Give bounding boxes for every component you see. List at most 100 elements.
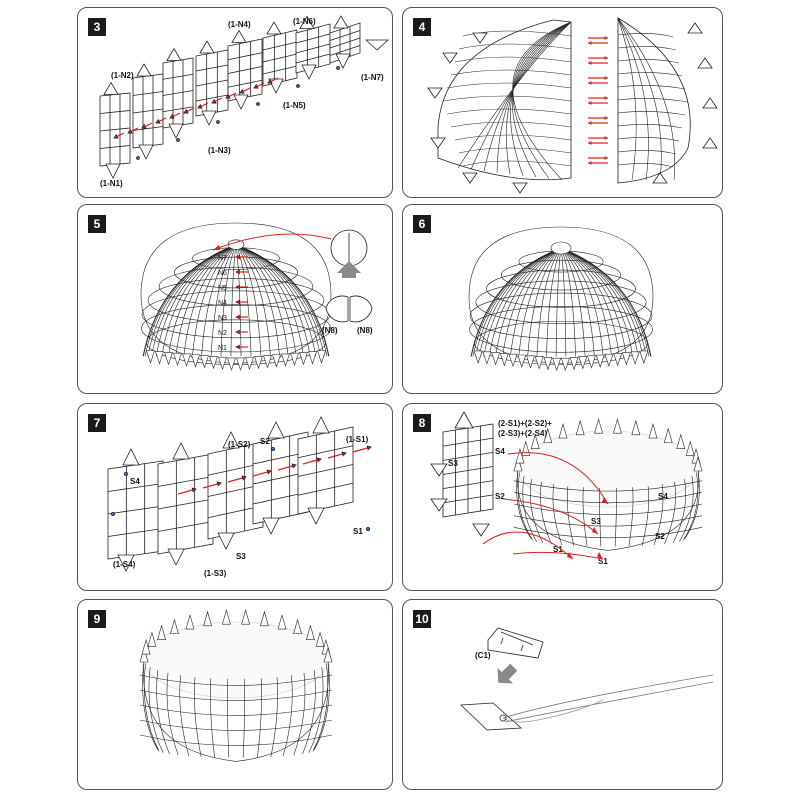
tab-label: S2 [260,437,270,446]
glue-tab [508,353,518,368]
glue-tab [560,357,570,372]
tab-label: N4 [218,300,227,307]
glue-tab [575,419,585,436]
glue-tab [170,618,179,635]
glue-tab [233,94,249,110]
glue-tab [182,353,191,367]
glue-tab [155,351,164,365]
step-number: 7 [88,414,106,432]
glue-tab [613,353,623,367]
glue-tab [227,357,236,371]
glue-tab [315,631,325,647]
glue-tab [491,352,501,366]
glue-tab [676,433,686,449]
glue-tab [558,422,568,439]
tab-label: S3 [236,552,246,561]
glue-tab [594,418,603,434]
glue-tab [167,548,185,566]
label-1-n6: (1-N6) [293,17,316,26]
glue-tab [299,15,315,29]
label-1-n3: (1-N3) [208,146,231,155]
step-4-illustration [427,17,718,194]
tab-label: S4 [130,477,140,486]
glue-tab [631,419,641,436]
cord-knot [499,714,507,722]
step-number: 4 [413,18,431,36]
half-dome-left [437,19,572,181]
glue-tab [693,455,703,472]
glue-tab [122,448,140,466]
glue-tab [209,356,218,370]
glue-tab [513,455,523,472]
step-6-illustration [468,226,654,372]
tab-label: S3 [591,517,601,526]
tab-label: S1 [598,557,608,566]
step-9-illustration [139,609,333,762]
label-2-s3-s4: (2-S3)+(2-S4) [498,429,547,438]
glue-tab [105,163,121,179]
glue-tab [587,355,596,369]
tab-label: N3 [218,315,227,322]
glue-tab [267,421,285,439]
glue-tab [702,97,718,109]
step-number: 10 [413,610,431,628]
glue-tab [333,15,349,29]
glue-tab [139,646,149,663]
glue-tab [521,440,531,456]
label-1-n5: (1-N5) [283,101,306,110]
glue-tab [364,39,390,51]
glue-tab [281,353,290,367]
tab-label: N2 [218,330,227,337]
cap-half-right [349,295,373,323]
glue-tab [262,517,280,535]
glue-tab [430,463,448,477]
glue-tab [517,354,527,368]
glue-tab [595,354,605,368]
tab-label: N7 [218,255,227,262]
glue-tab [173,352,182,367]
glue-tab [277,613,287,630]
step-number: 8 [413,414,431,432]
glue-tab [630,351,640,365]
up-arrow [337,261,361,278]
glue-tab [241,609,251,625]
glue-tab [613,418,622,434]
glue-tab [530,433,540,449]
glue-tab [293,618,302,635]
glue-tab [639,350,649,364]
step-6-panel: 6 [402,204,723,394]
tab-label: S1 [553,545,563,554]
glue-tab [218,356,227,371]
step-3-panel: 3 (1-N4) (1-N6) (1-N2) (1-N7) (1-N5) (1-… [77,7,393,198]
glue-tab [621,352,631,366]
glue-tab [260,610,269,627]
step-number: 6 [413,215,431,233]
glue-tab [323,646,333,663]
blue-dot [136,156,140,160]
step-number: 5 [88,215,106,233]
glue-tab [191,354,200,368]
step-10-panel: 10 (C1) [402,599,723,790]
glue-tab [263,355,272,369]
label-1-s4: (1-S4) [113,560,136,569]
glue-tab [482,351,492,365]
glue-tab [472,523,490,537]
glue-tab [512,182,528,194]
step-number: 9 [88,610,106,628]
tab-label: S2 [495,492,505,501]
glue-tab [231,29,247,43]
label-1-s3: (1-S3) [204,569,227,578]
glue-tab [117,554,135,572]
step-number: 3 [88,18,106,36]
glue-tab [430,137,446,149]
step-4-panel: 4 [402,7,723,198]
glue-tab [427,87,443,99]
glue-tab [103,81,119,95]
label-1-s1: (1-S1) [346,435,369,444]
glue-tab [164,352,173,366]
blue-dot [216,120,220,124]
glue-tab [166,47,182,61]
